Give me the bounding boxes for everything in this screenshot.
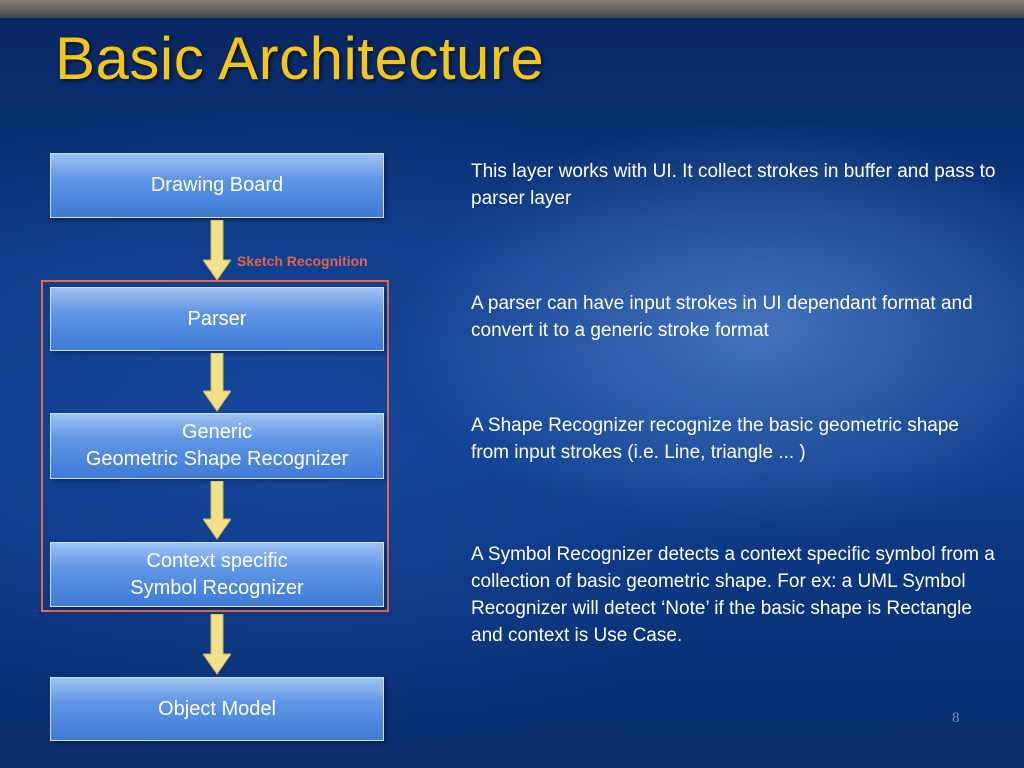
parser-description: A parser can have input strokes in UI de… <box>471 293 973 341</box>
sketch-recognition-frame <box>41 280 389 612</box>
drawing-board-description: This layer works with UI. It collect str… <box>471 161 996 209</box>
generic-shape-recognizer-box: Generic Geometric Shape Recognizer <box>50 413 384 479</box>
object-model-label: Object Model <box>158 697 276 720</box>
arrow-down-icon <box>203 220 231 281</box>
sketch-recognition-label: Sketch Recognition <box>237 253 368 269</box>
context-label-line1: Context specific <box>146 549 288 572</box>
page-number: 8 <box>952 710 960 726</box>
symbol-recognizer-description: A Symbol Recognizer detects a context sp… <box>471 544 995 646</box>
parser-label: Parser <box>187 307 247 330</box>
generic-label-line1: Generic <box>181 421 253 443</box>
symbol-recognizer-box: Context specific Symbol Recognizer <box>50 542 384 607</box>
generic-label-line2: Geometric Shape Recognizer <box>85 448 349 470</box>
arrow-down-icon <box>203 614 231 675</box>
slide-title: Basic Architecture <box>55 25 545 92</box>
top-bar <box>0 0 1024 18</box>
parser-box: Parser <box>50 287 384 351</box>
arrow-down-icon <box>203 353 231 412</box>
arrow-down-icon <box>203 481 231 540</box>
drawing-board-label: Drawing Board <box>150 174 284 196</box>
object-model-box: Object Model <box>50 677 384 741</box>
drawing-board-box: Drawing Board <box>50 153 384 218</box>
shape-recognizer-description: A Shape Recognizer recognize the basic g… <box>471 415 959 463</box>
context-label-line2: Symbol Recognizer <box>130 576 304 599</box>
